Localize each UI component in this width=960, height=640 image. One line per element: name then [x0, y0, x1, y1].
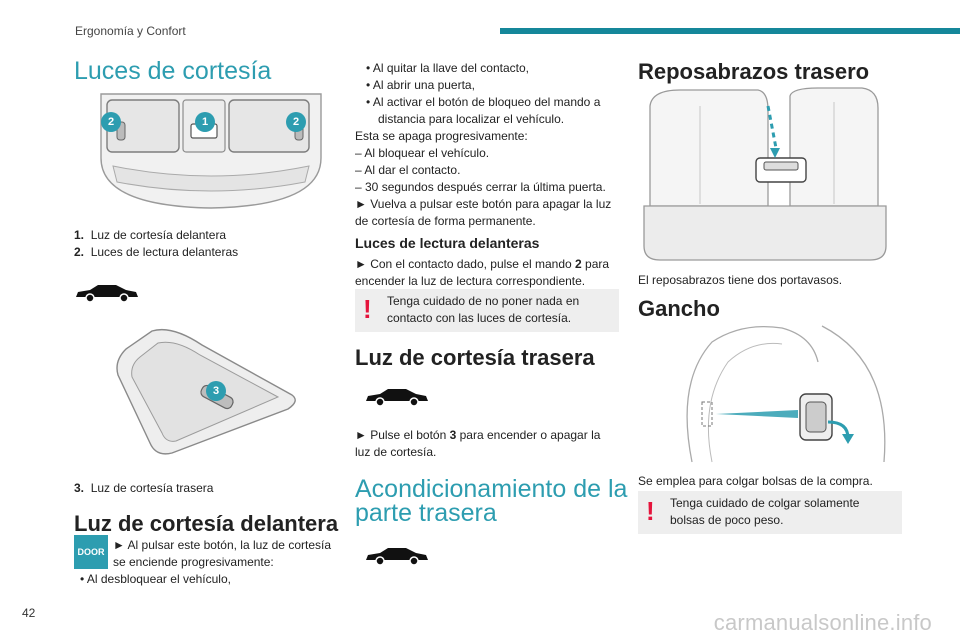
courtesy-lights-title: Luces de cortesía: [74, 57, 272, 85]
front-text-2: se enciende progresivamente:: [113, 555, 274, 569]
press-again-2: de cortesía de forma permanente.: [355, 214, 536, 228]
hook-text: Se emplea para colgar bolsas de la compr…: [638, 474, 873, 488]
header-accent-bar: [500, 28, 960, 34]
sedan-icon: [366, 548, 428, 566]
legend-item-2: 2. Luces de lectura delanteras: [74, 245, 239, 259]
warning-icon: !: [363, 294, 372, 324]
callout-2-right: 2: [286, 112, 306, 132]
warning-icon: !: [646, 496, 655, 526]
bullet-lock-button-cont: distancia para localizar el vehículo.: [378, 112, 565, 126]
callout-1: 1: [195, 112, 215, 132]
reading-text-1: ► Con el contacto dado, pulse el mando 2…: [355, 257, 610, 271]
front-courtesy-light-illustration: [100, 93, 322, 209]
armrest-title: Reposabrazos trasero: [638, 59, 870, 84]
rear-conditioning-title-2: parte trasera: [355, 499, 497, 527]
rear-text-1: ► Pulse el botón 3 para encender o apaga…: [355, 428, 601, 442]
warning-box-hook: ! Tenga cuidado de colgar solamente bols…: [638, 491, 902, 534]
press-again-1: ► Vuelva a pulsar este botón para apagar…: [355, 197, 612, 211]
reading-text-2: encender la luz de lectura correspondien…: [355, 274, 586, 288]
warning-box-courtesy: ! Tenga cuidado de no poner nada en cont…: [355, 289, 619, 332]
front-bullet-1: • Al desbloquear el vehículo,: [80, 572, 231, 586]
off-item-3: – 30 segundos después cerrar la última p…: [355, 180, 606, 194]
warning-text-1: Tenga cuidado de no poner nada en: [387, 294, 580, 308]
sedan-icon: [76, 285, 138, 303]
legend-item-3: 3. Luz de cortesía trasera: [74, 481, 214, 495]
bullet-key-removed: • Al quitar la llave del contacto,: [366, 61, 529, 75]
rear-conditioning-title-1: Acondicionamiento de la: [355, 475, 628, 503]
legend-item-1: 1. Luz de cortesía delantera: [74, 228, 227, 242]
bullet-lock-button: • Al activar el botón de bloqueo del man…: [366, 95, 601, 109]
callout-2-left: 2: [101, 112, 121, 132]
rear-armrest-illustration: [643, 87, 887, 261]
armrest-text: El reposabrazos tiene dos portavasos.: [638, 273, 843, 287]
off-intro: Esta se apaga progresivamente:: [355, 129, 528, 143]
off-item-2: – Al dar el contacto.: [355, 163, 461, 177]
sedan-icon: [366, 389, 428, 407]
bullet-door-open: • Al abrir una puerta,: [366, 78, 475, 92]
rear-text-2: luz de cortesía.: [355, 445, 437, 459]
reading-lights-title: Luces de lectura delanteras: [355, 235, 540, 251]
rear-courtesy-light-title: Luz de cortesía trasera: [355, 345, 595, 370]
section-header: Ergonomía y Confort: [75, 24, 186, 38]
hook-title: Gancho: [638, 296, 720, 321]
off-item-1: – Al bloquear el vehículo.: [355, 146, 490, 160]
warning-text-2: contacto con las luces de cortesía.: [387, 311, 572, 325]
watermark: carmanualsonline.info: [713, 610, 932, 635]
page-number: 42: [22, 606, 36, 620]
door-button-icon: DOOR: [74, 535, 108, 569]
hook-illustration: [686, 325, 886, 463]
warning-text-2: bolsas de poco peso.: [670, 513, 784, 527]
warning-text-1: Tenga cuidado de colgar solamente: [670, 496, 860, 510]
front-courtesy-light-title: Luz de cortesía delantera: [74, 511, 339, 536]
front-text-1: ► Al pulsar este botón, la luz de cortes…: [113, 538, 331, 552]
callout-3: 3: [206, 381, 226, 401]
